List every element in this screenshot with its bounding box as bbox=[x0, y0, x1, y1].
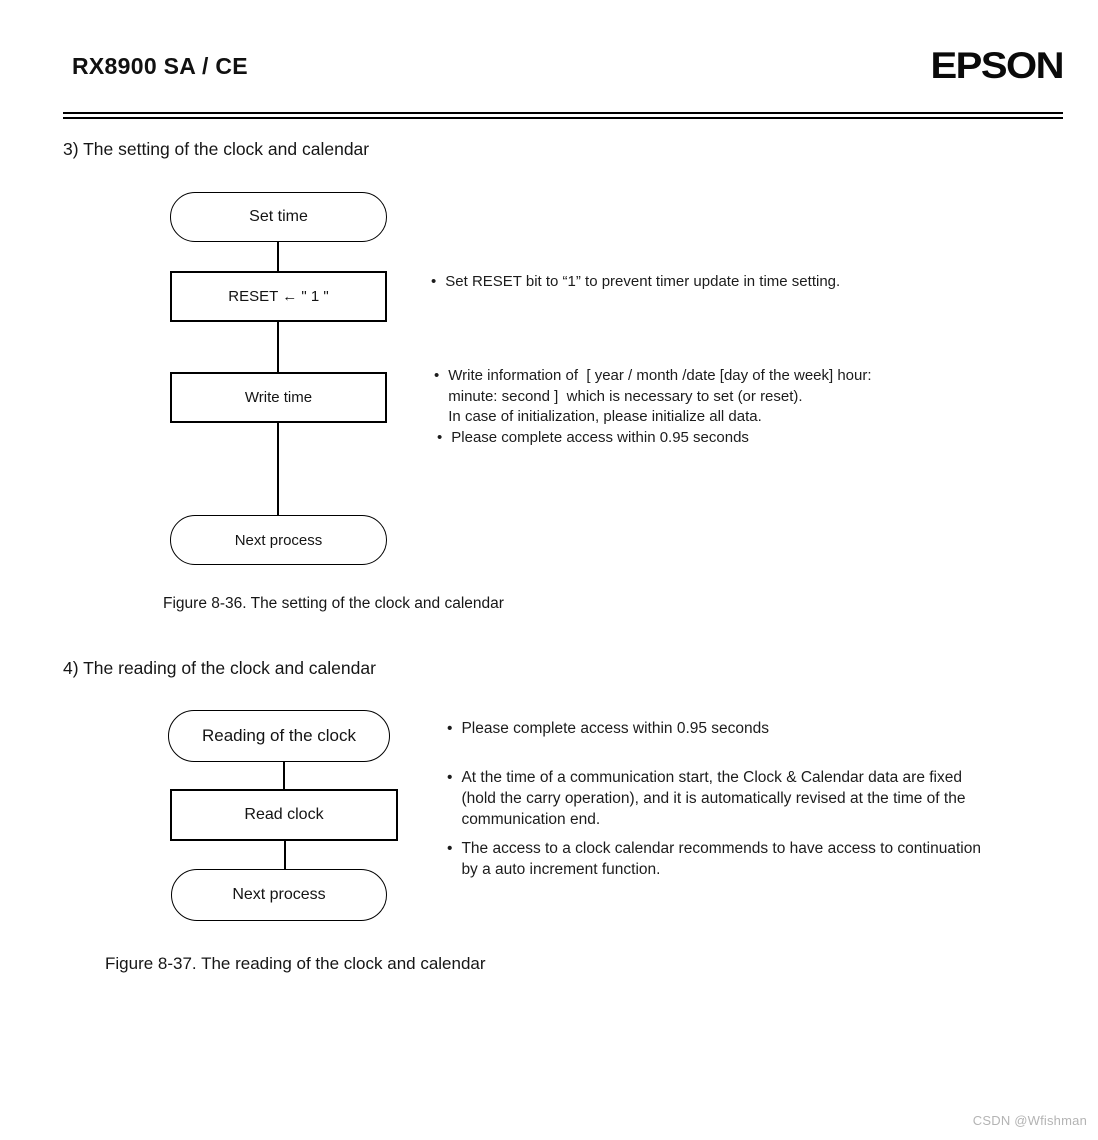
flowchart2-connector-1 bbox=[283, 762, 285, 789]
doc-title: RX8900 SA / CE bbox=[72, 53, 248, 79]
bullet-icon: • bbox=[447, 840, 453, 857]
note-set-reset-bit: • Set RESET bit to “1” to prevent timer … bbox=[431, 272, 840, 293]
note-write-information: • Write information of [ year / month /d… bbox=[434, 366, 872, 428]
section-3-heading: 3) The setting of the clock and calendar bbox=[63, 139, 370, 159]
section-4-heading: 4) The reading of the clock and calendar bbox=[63, 658, 376, 678]
note-complete-access-reading: • Please complete access within 0.95 sec… bbox=[447, 718, 769, 739]
note-complete-access-setting: • Please complete access within 0.95 sec… bbox=[437, 428, 749, 449]
bullet-icon: • bbox=[437, 429, 443, 446]
note-text: The access to a clock calendar recommend… bbox=[461, 840, 981, 878]
flowchart2-connector-2 bbox=[284, 841, 286, 869]
header-double-rule bbox=[63, 112, 1063, 119]
bullet-icon: • bbox=[447, 769, 453, 786]
bullet-icon: • bbox=[447, 720, 453, 737]
csdn-watermark: CSDN @Wfishman bbox=[972, 1113, 1087, 1128]
flowchart1-start-node: Set time bbox=[170, 192, 387, 242]
flowchart2-read-clock-node: Read clock bbox=[170, 789, 398, 841]
flowchart1-connector-3 bbox=[277, 423, 279, 515]
flowchart2-start-node: Reading of the clock bbox=[168, 710, 390, 762]
flowchart2-end-node: Next process bbox=[171, 869, 387, 921]
note-text: Set RESET bit to “1” to prevent timer up… bbox=[445, 273, 841, 290]
note-auto-increment: • The access to a clock calendar recomme… bbox=[447, 838, 981, 880]
flowchart1-reset-node: RESET ← " 1 " bbox=[170, 271, 387, 322]
flowchart1-end-node: Next process bbox=[170, 515, 387, 565]
flowchart1-connector-1 bbox=[277, 242, 279, 271]
note-communication-start: • At the time of a communication start, … bbox=[447, 767, 965, 830]
bullet-icon: • bbox=[431, 273, 437, 290]
flowchart1-write-time-node: Write time bbox=[170, 372, 387, 423]
figure-8-37-caption: Figure 8-37. The reading of the clock an… bbox=[105, 954, 486, 973]
note-text: At the time of a communication start, th… bbox=[461, 769, 966, 828]
note-text: Please complete access within 0.95 secon… bbox=[461, 720, 770, 737]
flowchart1-connector-2 bbox=[277, 322, 279, 372]
figure-8-36-caption: Figure 8-36. The setting of the clock an… bbox=[163, 595, 504, 612]
bullet-icon: • bbox=[434, 367, 440, 384]
note-text: Please complete access within 0.95 secon… bbox=[451, 429, 749, 446]
note-text: Write information of [ year / month /dat… bbox=[448, 367, 872, 425]
epson-logo: EPSON bbox=[930, 46, 1064, 87]
